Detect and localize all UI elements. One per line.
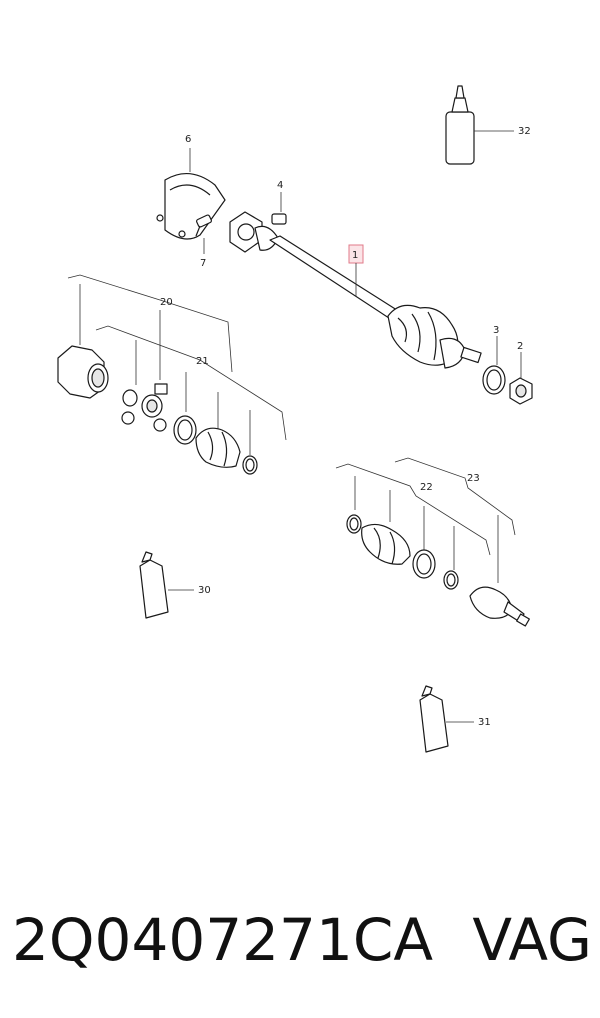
callout-30: 30 [198, 585, 211, 596]
part-number-caption: 2Q0407271CA VAG [12, 900, 592, 980]
callout-21: 21 [196, 356, 209, 367]
callout-1: 1 [352, 250, 358, 261]
part-3-circlip[interactable] [482, 336, 506, 395]
group-21-bracket [95, 325, 287, 455]
part-32-grease-bottle[interactable] [445, 85, 514, 165]
callout-6: 6 [185, 134, 191, 145]
group-22-bracket [335, 463, 491, 570]
part-1-drive-shaft[interactable] [229, 211, 482, 369]
part-20-small-rings[interactable] [121, 389, 138, 425]
part-30-grease-tube[interactable] [139, 551, 194, 619]
part-22-circlip[interactable] [443, 570, 459, 590]
callout-3: 3 [493, 325, 499, 336]
part-22-clamp-small[interactable] [346, 514, 362, 534]
part-number: 2Q0407271CA [12, 906, 434, 974]
part-23-outer-cv-joint[interactable] [469, 586, 530, 627]
group-23-bracket [394, 457, 516, 583]
part-21-boot[interactable] [195, 427, 241, 468]
callout-23: 23 [467, 473, 480, 484]
part-20-flange-housing[interactable] [57, 345, 109, 399]
callout-22: 22 [420, 482, 433, 493]
callout-7: 7 [200, 258, 206, 269]
part-21-clamp-small[interactable] [242, 455, 258, 475]
part-22-clamp-large[interactable] [412, 549, 436, 579]
callout-2: 2 [517, 341, 523, 352]
part-20-cv-spider[interactable] [141, 383, 168, 432]
part-7-bolt[interactable] [195, 214, 212, 254]
part-4-bolt[interactable] [271, 192, 287, 225]
exploded-parts-diagram: 32 6 7 4 1 [57, 85, 533, 753]
part-31-grease-tube[interactable] [419, 685, 474, 753]
callout-32: 32 [518, 126, 531, 137]
brand-name: VAG [472, 906, 592, 974]
part-22-boot[interactable] [361, 523, 411, 565]
callout-20: 20 [160, 297, 173, 308]
callout-4: 4 [277, 180, 283, 191]
part-6-heat-shield[interactable] [156, 148, 226, 240]
callout-31: 31 [478, 717, 491, 728]
part-21-clamp-large[interactable] [173, 415, 197, 445]
part-2-nut[interactable] [509, 352, 533, 405]
